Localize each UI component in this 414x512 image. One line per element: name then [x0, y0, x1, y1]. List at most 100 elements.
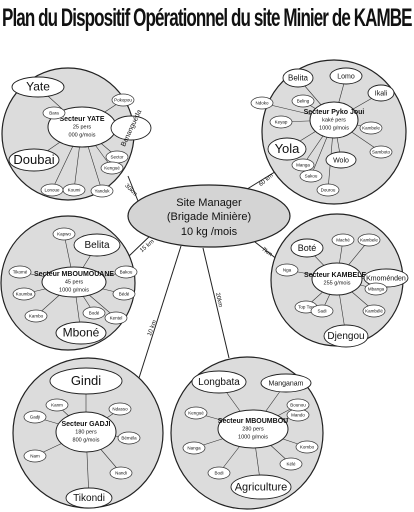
- sub-site-label: Kentel: [110, 315, 123, 320]
- site-label: Mboné: [63, 326, 100, 340]
- sub-site-label: Bara: [49, 110, 59, 115]
- sector-center-label: 000 g/mois: [69, 132, 96, 138]
- sub-site-bubble: [52, 227, 76, 241]
- connector-line: [138, 245, 182, 379]
- site-label: Kmoménden: [366, 275, 406, 282]
- connector-line: [254, 241, 279, 261]
- sector-center-label: Secteur KAMBELE I: [304, 272, 370, 279]
- sub-site-bubble: [82, 306, 106, 320]
- site-label: Agriculture: [235, 481, 288, 493]
- sector-center-label: 25 pers: [73, 124, 92, 130]
- site-label: Tikondi: [73, 493, 105, 504]
- sub-site-label: Bédé: [119, 291, 130, 296]
- sector-center-label: kaké pers: [322, 117, 346, 123]
- sub-site-label: Kélé: [286, 461, 296, 466]
- sub-site-label: Béméla: [121, 435, 137, 440]
- sector-center-label: 45 pers: [65, 279, 84, 285]
- sub-site-bubble: [286, 398, 310, 412]
- connector-line: [202, 247, 230, 359]
- sub-site-label: Mbanga: [368, 286, 385, 291]
- sub-site-label: Kambélé: [365, 308, 383, 313]
- sector-center-label: 1000 g/mois: [238, 434, 268, 440]
- site-label: Djengou: [327, 331, 364, 342]
- site-label: Yate: [26, 80, 50, 94]
- sub-site-label: Sadi: [317, 308, 326, 313]
- sub-site-bubble: [109, 466, 133, 480]
- site-bubble: [11, 76, 65, 98]
- sector-center-label: 1000 g/mois: [319, 125, 349, 131]
- sub-site-bubble: [331, 233, 355, 247]
- sub-site-bubble: [23, 410, 47, 424]
- sub-site-label: Kambele: [360, 237, 378, 242]
- sub-site-label: Kombo: [300, 444, 315, 449]
- sub-site-label: Manga: [296, 162, 310, 167]
- sub-site-label: Mando: [291, 412, 305, 417]
- sub-site-bubble: [275, 263, 299, 277]
- sub-site-label: Beling: [297, 98, 310, 103]
- sub-site-label: Ndoko: [255, 100, 269, 105]
- sub-site-label: Nam: [30, 453, 40, 458]
- sub-site-label: Kapwo: [57, 231, 71, 236]
- sector-center-ellipse: [309, 101, 359, 139]
- sub-site-label: Kambo: [29, 313, 44, 318]
- diagram-title: Plan du Dispositif Opérationnel du site …: [2, 4, 412, 32]
- sub-site-bubble: [24, 309, 48, 323]
- sub-site-bubble: [299, 169, 323, 183]
- sub-site-label: Kengué: [104, 165, 120, 170]
- sub-site-bubble: [40, 183, 64, 197]
- sub-site-label: Sakou: [305, 173, 318, 178]
- sub-site-bubble: [100, 161, 124, 175]
- sub-site-label: Nga: [283, 267, 292, 272]
- site-bubble: [329, 67, 363, 85]
- sub-site-bubble: [279, 457, 303, 471]
- sub-site-bubble: [291, 94, 315, 108]
- sub-site-label: Tikomé: [13, 269, 28, 274]
- sub-site-label: Bodi: [214, 470, 223, 475]
- sub-site-label: Pokopou: [114, 97, 132, 102]
- site-label: Manganam: [268, 380, 303, 387]
- sub-site-bubble: [104, 311, 128, 325]
- sub-site-bubble: [8, 265, 32, 279]
- sub-site-bubble: [357, 233, 381, 247]
- site-label: Belita: [288, 74, 309, 83]
- sub-site-bubble: [184, 406, 208, 420]
- sub-site-label: Lonoue: [44, 187, 60, 192]
- sub-site-label: Gadji: [30, 414, 41, 419]
- sub-site-bubble: [310, 304, 334, 318]
- site-bubble: [110, 115, 152, 141]
- sub-site-label: Top Top: [298, 304, 314, 309]
- site-manager-ellipse: [127, 184, 291, 248]
- sub-site-label: Kanm: [51, 402, 63, 407]
- sub-site-bubble: [362, 304, 386, 318]
- distance-label: 30km: [123, 183, 138, 198]
- site-bubble: [267, 137, 307, 161]
- sector-center-label: Secteur Pyko Joui: [304, 109, 365, 116]
- sector-center-label: 280 pers: [242, 426, 264, 432]
- site-bubble: [290, 238, 324, 258]
- sub-site-bubble: [117, 431, 141, 445]
- site-label: Doubai: [13, 152, 54, 167]
- sector-center-label: Secteur MBOUMBOU: [218, 418, 288, 425]
- sub-site-bubble: [364, 282, 388, 296]
- connector-line: [243, 169, 279, 192]
- sub-site-label: Ndasso: [112, 406, 128, 411]
- sector-center-ellipse: [55, 411, 117, 453]
- brigade-label: (Brigade Minière): [167, 211, 251, 223]
- site-label: Boté: [298, 243, 317, 253]
- sub-site-label: Koumi: [68, 187, 81, 192]
- site-label: Lomo: [337, 73, 355, 80]
- sub-site-bubble: [295, 440, 319, 454]
- sub-site-bubble: [12, 287, 36, 301]
- sub-site-bubble: [250, 96, 274, 110]
- site-bubble: [325, 151, 357, 169]
- site-label: Ikali: [375, 90, 388, 97]
- sub-site-bubble: [90, 184, 114, 198]
- sub-site-bubble: [182, 441, 206, 455]
- sub-site-bubble: [108, 402, 132, 416]
- sector-center-ellipse: [41, 266, 107, 298]
- production-label: 10 kg /mois: [181, 226, 238, 238]
- sector-center-label: 180 pers: [75, 429, 97, 435]
- sub-site-label: Nandi: [115, 470, 127, 475]
- sub-site-bubble: [369, 145, 393, 159]
